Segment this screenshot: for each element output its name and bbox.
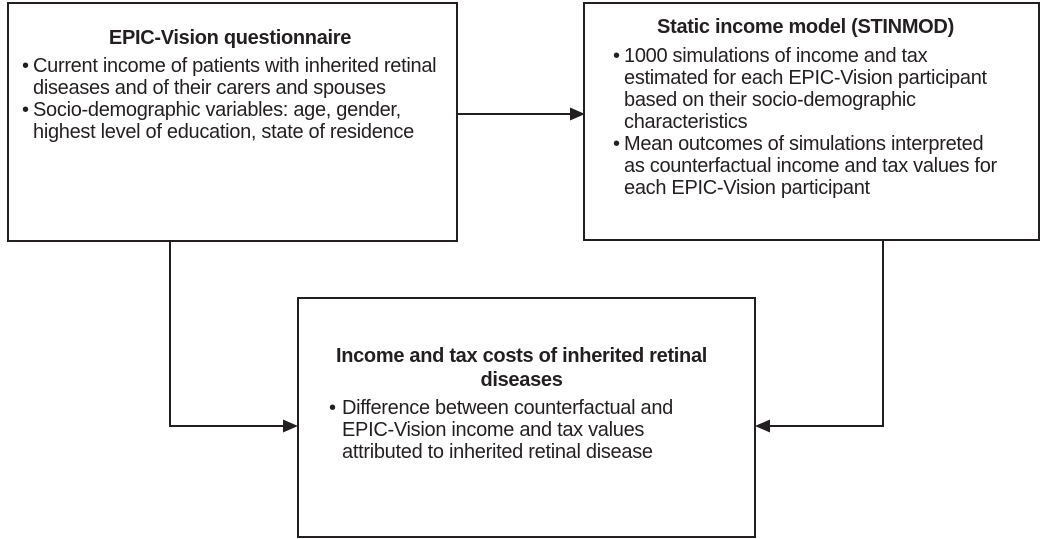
box-epic-vision-questionnaire: EPIC-Vision questionnaire Current income… (7, 2, 458, 242)
bullet-item: Difference between counterfactual and EP… (329, 397, 714, 463)
bullet-item: Socio-demographic variables: age, gender… (22, 99, 438, 143)
outcome-title: Income and tax costs of inherited retina… (335, 345, 708, 391)
arrow-questionnaire-to-outcome-head (283, 419, 298, 433)
bullet-item: 1000 simulations of income and tax estim… (613, 45, 998, 133)
stinmod-title: Static income model (STINMOD) (657, 16, 954, 38)
arrow-stinmod-to-outcome-line (768, 240, 884, 427)
bullet-item: Mean outcomes of simulations interpreted… (613, 133, 998, 199)
stinmod-bullet-list: 1000 simulations of income and tax estim… (613, 45, 998, 199)
bullet-item: Current income of patients with inherite… (22, 55, 438, 99)
questionnaire-title: EPIC-Vision questionnaire (108, 27, 352, 49)
arrow-stinmod-to-outcome-head (755, 419, 770, 433)
arrow-questionnaire-to-outcome-line (169, 241, 285, 427)
box-income-tax-costs: Income and tax costs of inherited retina… (297, 297, 756, 538)
outcome-bullet-list: Difference between counterfactual and EP… (329, 397, 714, 463)
box-static-income-model: Static income model (STINMOD) 1000 simul… (583, 2, 1040, 241)
questionnaire-bullet-list: Current income of patients with inherite… (22, 55, 438, 143)
